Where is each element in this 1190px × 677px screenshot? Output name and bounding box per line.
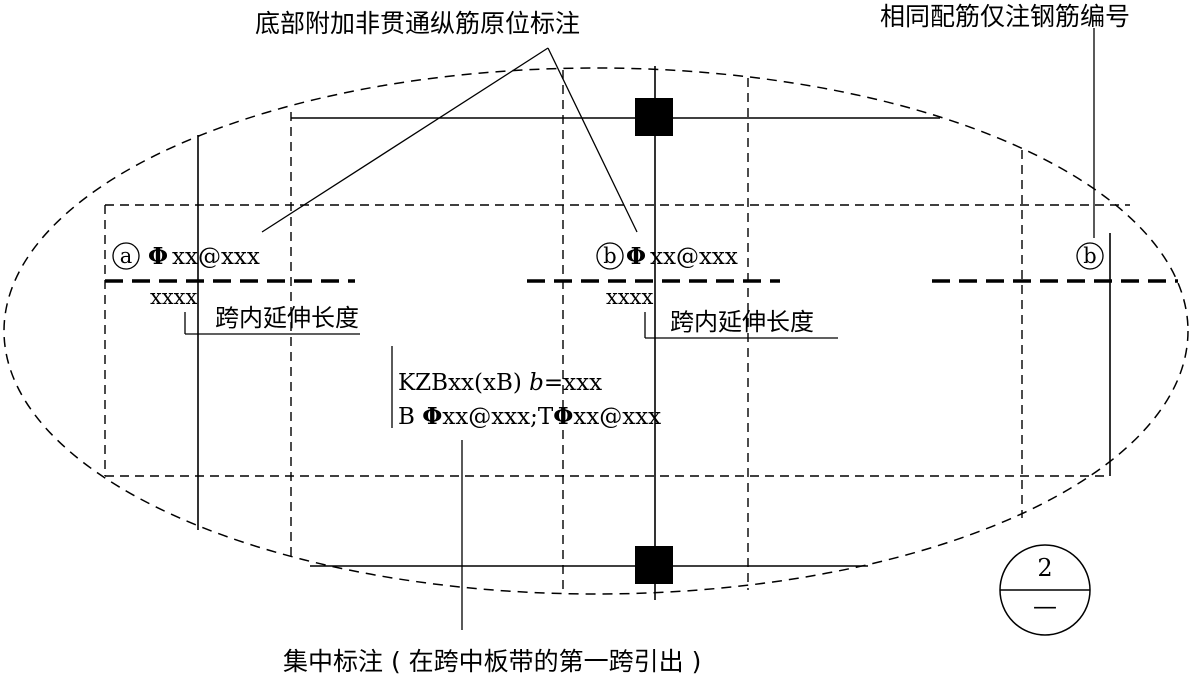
rebar-mark-b-middle: b xyxy=(603,244,616,268)
section-symbol-number: 2 xyxy=(1037,554,1052,582)
right-callout-text: 相同配筋仅注钢筋编号 xyxy=(880,2,1130,31)
extension-label-middle: 跨内延伸长度 xyxy=(670,308,814,336)
region-ellipse xyxy=(3,67,1189,595)
rebar-mark-circle-b-middle xyxy=(596,242,624,270)
slab-edges xyxy=(197,66,1111,600)
rebar-grade-symbol-left: Φ xyxy=(148,243,168,270)
note-line1-italic: b xyxy=(529,370,544,396)
bottom-callout-text: 集中标注 ( 在跨中板带的第一跨引出 ) xyxy=(283,647,701,676)
centralized-note-line1: KZBxx(xB) b=xxx xyxy=(398,370,602,396)
rebar-mark-a: a xyxy=(120,244,133,268)
rebar-grade-symbol-middle: Φ xyxy=(626,243,646,270)
extension-length-left: xxxx xyxy=(150,285,198,309)
top-callout-text: 底部附加非贯通纵筋原位标注 xyxy=(255,9,580,38)
note-line1-prefix: KZBxx(xB) xyxy=(398,370,529,396)
note-line2-t-spec: xx@xxx xyxy=(573,404,661,430)
centralized-note-line2: B Φxx@xxx;TΦxx@xxx xyxy=(398,403,661,430)
rebar-mark-circle-a xyxy=(112,242,140,270)
rebar-spec-middle: xx@xxx xyxy=(650,244,738,270)
note-grade-symbol-t: Φ xyxy=(553,403,573,430)
section-symbol-lower: — xyxy=(1033,592,1057,620)
grid-vertical-dashed xyxy=(104,70,1023,592)
column-top xyxy=(635,98,673,136)
column-bottom xyxy=(635,546,673,584)
note-line1-suffix: =xxx xyxy=(544,370,602,396)
leader-lines xyxy=(184,28,1095,630)
note-line2-b-spec: xx@xxx;T xyxy=(442,404,554,430)
rebar-spec-left: xx@xxx xyxy=(172,244,260,270)
extension-label-left: 跨内延伸长度 xyxy=(215,304,359,332)
note-grade-symbol-b: Φ xyxy=(422,403,442,430)
note-line2-b: B xyxy=(398,404,422,430)
extension-length-middle: xxxx xyxy=(606,285,654,309)
rebar-mark-circle-b-right xyxy=(1076,242,1104,270)
rebar-mark-b-right: b xyxy=(1083,244,1096,268)
grid-horizontal-dashed xyxy=(105,204,1130,477)
